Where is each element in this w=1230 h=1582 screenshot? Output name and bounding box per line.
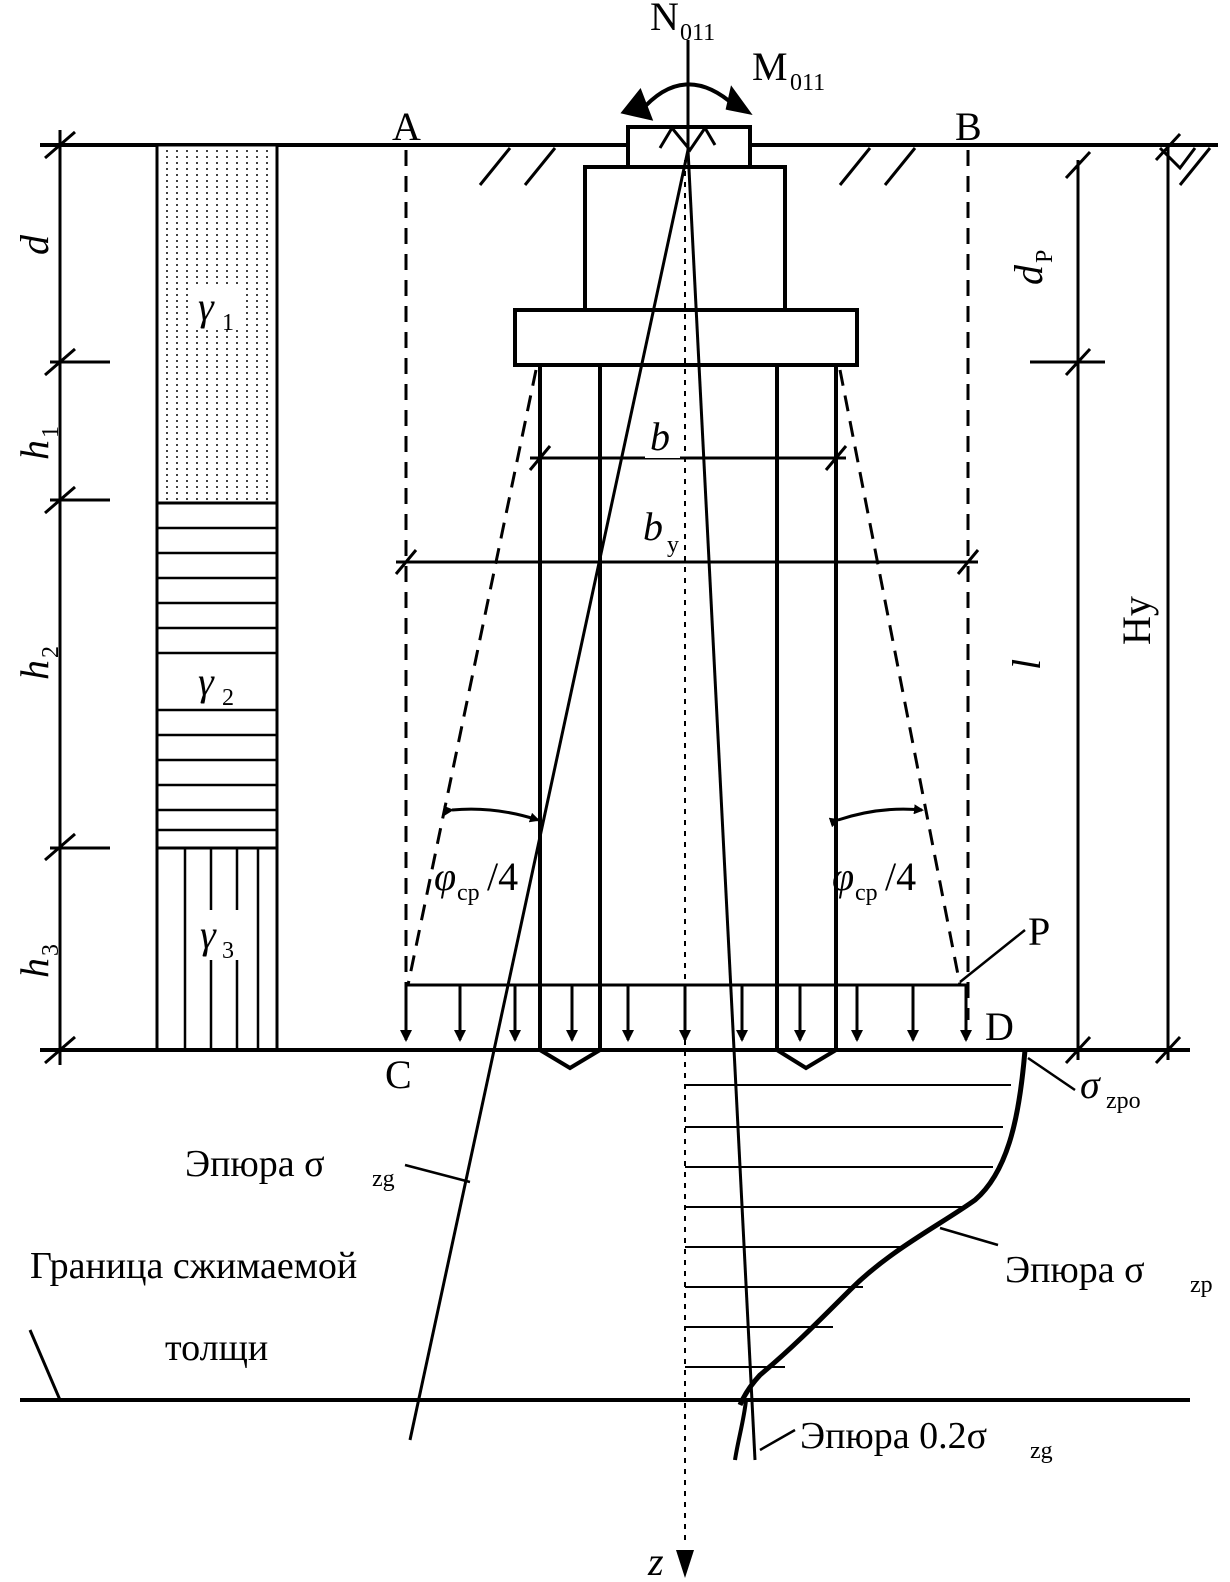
svg-text:y: y — [667, 532, 679, 558]
svg-text:Hy: Hy — [1114, 596, 1159, 645]
svg-text:M: M — [752, 44, 788, 89]
dim-dp-label: d P — [1006, 250, 1058, 285]
svg-text:1: 1 — [38, 426, 64, 438]
svg-text:b: b — [650, 414, 670, 459]
svg-text:3: 3 — [38, 944, 64, 956]
svg-text:D: D — [985, 1004, 1014, 1049]
svg-text:N: N — [650, 0, 679, 39]
epure-02-sigma-zg-label: Эпюра 0.2σ zg — [759, 1415, 1053, 1464]
z-axis-label: z — [647, 1539, 664, 1582]
dim-b — [528, 445, 848, 471]
angle-arc-right — [828, 804, 924, 828]
pressure-arrows — [400, 985, 972, 1042]
sigma-zpo-label: σ zpo — [1027, 1056, 1141, 1114]
svg-text:h: h — [12, 958, 57, 978]
svg-text:z: z — [647, 1539, 664, 1582]
svg-text:Эпюра 0.2σ: Эпюра 0.2σ — [800, 1415, 987, 1457]
svg-text:3: 3 — [222, 938, 234, 964]
angle-left-label: φ cp /4 — [434, 854, 518, 906]
svg-text:011: 011 — [790, 70, 825, 96]
dim-hy-label: Hy — [1114, 596, 1159, 645]
piles — [538, 365, 838, 1071]
svg-text:d: d — [12, 234, 57, 255]
point-d-label: D — [985, 1004, 1014, 1049]
svg-text:h: h — [12, 440, 57, 460]
svg-text:φ: φ — [832, 854, 854, 899]
compressible-boundary-line — [20, 1329, 1190, 1402]
epure-sigma-zp-label: Эпюра σ zp — [939, 1226, 1213, 1298]
svg-text:γ: γ — [200, 912, 217, 957]
column-break-mark — [658, 125, 717, 153]
svg-text:b: b — [643, 504, 663, 549]
moment-arrow — [620, 82, 753, 121]
svg-text:/4: /4 — [487, 854, 518, 899]
conditional-foundation-outline — [404, 150, 970, 1020]
svg-text:zg: zg — [1030, 1438, 1053, 1464]
epure-sigma-zp-hatch — [685, 1084, 1011, 1368]
svg-text:1: 1 — [222, 310, 234, 336]
svg-text:cp: cp — [855, 880, 878, 906]
dim-h3-label: h 3 — [12, 944, 64, 978]
point-c-label: C — [385, 1052, 412, 1097]
svg-text:Эпюра σ: Эпюра σ — [185, 1143, 325, 1185]
svg-text:zg: zg — [372, 1166, 395, 1192]
angle-right-label: φ cp /4 — [832, 854, 916, 906]
svg-text:Граница сжимаемой: Граница сжимаемой — [30, 1245, 357, 1287]
compressible-boundary-label: Граница сжимаемой толщи — [30, 1245, 357, 1369]
svg-text:φ: φ — [434, 854, 456, 899]
point-p-label: P — [959, 909, 1050, 983]
epure-02-lower-curve — [733, 1399, 748, 1461]
load-n-label: N 011 — [650, 0, 715, 46]
svg-text:l: l — [1004, 659, 1049, 670]
svg-text:A: A — [392, 104, 421, 149]
svg-text:d: d — [1006, 264, 1051, 285]
svg-text:zp: zp — [1190, 1272, 1213, 1298]
epure-sigma-zg-line — [408, 149, 690, 1441]
soil-layer-3-label: γ 3 — [198, 910, 243, 964]
left-dimension-line — [44, 130, 110, 1065]
epure-sigma-zg-label: Эпюра σ zg — [185, 1143, 471, 1192]
moment-m-label: M 011 — [752, 44, 825, 96]
svg-text:γ: γ — [198, 284, 215, 329]
svg-text:P: P — [1032, 250, 1058, 263]
soil-layer-2-label: γ 2 — [193, 659, 248, 711]
dim-h2-label: h 2 — [12, 646, 64, 680]
svg-text:B: B — [955, 104, 982, 149]
point-a-label: A — [392, 104, 421, 149]
svg-text:/4: /4 — [885, 854, 916, 899]
dim-l-label: l — [1004, 659, 1049, 670]
svg-text:cp: cp — [457, 880, 480, 906]
point-b-label: B — [955, 104, 982, 149]
svg-text:h: h — [12, 660, 57, 680]
dim-h1-label: h 1 — [12, 426, 64, 460]
z-axis-arrow — [676, 1550, 694, 1578]
svg-text:zpo: zpo — [1106, 1088, 1141, 1114]
svg-text:011: 011 — [680, 20, 715, 46]
epure-02-sigma-zg-line — [686, 149, 757, 1461]
dim-b-label: b — [645, 414, 680, 459]
svg-text:2: 2 — [222, 685, 234, 711]
svg-text:толщи: толщи — [165, 1327, 268, 1369]
dim-d-label: d — [12, 234, 57, 255]
right-dimension-lines — [1030, 132, 1197, 1065]
svg-text:P: P — [1028, 909, 1050, 954]
svg-text:γ: γ — [198, 659, 215, 704]
soil-layer-1-label: γ 1 — [195, 284, 245, 336]
svg-text:σ: σ — [1080, 1062, 1101, 1107]
angle-arc-left — [443, 805, 540, 823]
svg-text:C: C — [385, 1052, 412, 1097]
dim-by — [394, 549, 980, 575]
dim-by-label: b y — [640, 504, 695, 558]
epure-sigma-zp-curve — [737, 1049, 1028, 1406]
svg-text:2: 2 — [38, 646, 64, 658]
svg-text:Эпюра σ: Эпюра σ — [1005, 1249, 1145, 1291]
